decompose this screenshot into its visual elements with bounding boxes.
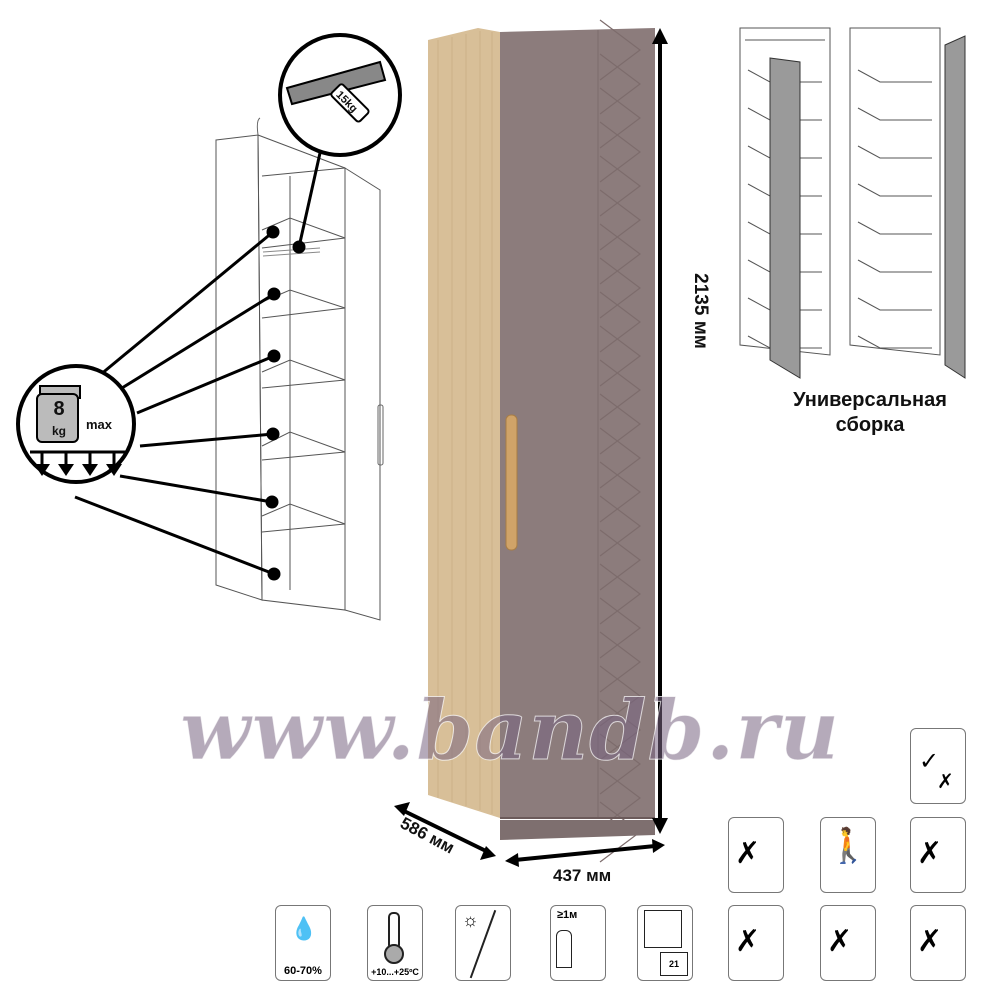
no-solvent-icon: ✗ [910, 905, 966, 981]
width-dimension-label: 437 мм [553, 866, 612, 885]
chevron-line [599, 121, 641, 183]
chevron-line [599, 189, 641, 251]
calendar-day: 21 [660, 952, 688, 976]
chevron-line [599, 291, 641, 353]
chevron-line [599, 563, 641, 625]
rail-load-circle [278, 33, 402, 157]
distance-label: ≥1м [557, 909, 578, 921]
chevron-line [599, 53, 641, 115]
chevron-line [599, 699, 641, 761]
assembly-caption: Универсальная сборка [760, 388, 980, 438]
no-overload-icon: ✗ [910, 817, 966, 893]
chevron-line [599, 359, 641, 421]
hanging-rail-icon [285, 60, 387, 106]
shelf-line [857, 259, 932, 273]
shelf-line [857, 335, 932, 349]
assembly-drawings [739, 27, 966, 379]
chevron-line [599, 223, 641, 285]
chevron-line [599, 631, 641, 693]
chevron-line [599, 325, 641, 387]
shelf-load-max: max [86, 417, 113, 432]
load-pointer-lines [74, 152, 322, 581]
no-sunlight-icon: ☼ [455, 905, 511, 981]
chevron-line [599, 155, 641, 217]
temperature-label: +10...+25ºC [371, 967, 419, 977]
shelf-line [857, 145, 932, 159]
heater-distance-icon: ≥1м [550, 905, 606, 981]
shelf-line [857, 297, 932, 311]
ventilation-calendar-icon: 21 [637, 905, 693, 981]
door-panel [500, 28, 655, 818]
humidity-label: 60-70% [284, 965, 322, 977]
assembly-caption-line1: Универсальная [793, 389, 947, 411]
chevron-line [599, 461, 641, 523]
shelves [261, 217, 346, 533]
height-dimension-label: 2135 мм [690, 273, 711, 349]
no-wet-cleaning-icon: ✗ [728, 905, 784, 981]
chevron-line [599, 257, 641, 319]
chevron-line [599, 529, 641, 591]
no-abrasive-icon: ✗ [820, 905, 876, 981]
level-installation-icon: ✓✗ [910, 728, 966, 804]
watermark: www.bandb.ru [179, 683, 841, 779]
no-steam-icon: ✗ [728, 817, 784, 893]
chevron-line [599, 597, 641, 659]
door-handle [505, 414, 518, 551]
dimension-arrows [394, 28, 668, 867]
shelf-load-circle [16, 364, 136, 484]
chevron-line [599, 427, 641, 489]
shelf-line [857, 69, 932, 83]
shelf-line [857, 183, 932, 197]
chevron-line [599, 665, 641, 727]
shelf-load-value: 8 [53, 398, 65, 420]
chevron-line [599, 393, 641, 455]
main-wardrobe [428, 19, 655, 863]
no-moving-loaded-icon: 🚶 [820, 817, 876, 893]
shelf-line [857, 107, 932, 121]
wood-side-panel [428, 28, 500, 818]
shelf-line [857, 221, 932, 235]
humidity-icon: 💧 60-70% [275, 905, 331, 981]
chevron-line [599, 495, 641, 557]
down-arrows-icon [34, 452, 122, 476]
chevron-line [599, 87, 641, 149]
chevron-line [599, 19, 641, 81]
thermometer-icon: +10...+25ºC [367, 905, 423, 981]
tag-icon [330, 83, 370, 123]
shelf-load-unit: kg [51, 424, 66, 438]
assembly-caption-line2: сборка [835, 414, 905, 436]
chevron-line [599, 733, 641, 795]
